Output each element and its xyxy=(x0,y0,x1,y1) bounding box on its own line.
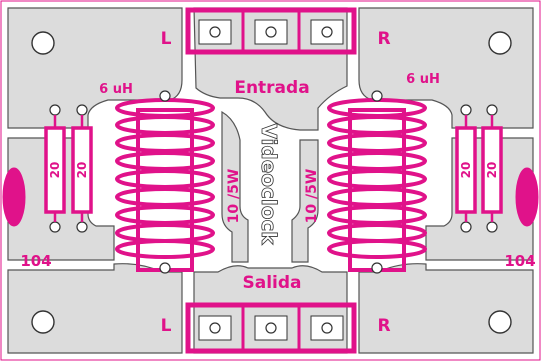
output-pin-3 xyxy=(321,322,333,334)
pad-bottom-left xyxy=(7,263,183,354)
channel-right-top-label: R xyxy=(377,29,390,49)
inductor-right-lead-bottom xyxy=(371,262,383,274)
inductor-left-turn-9 xyxy=(115,239,215,259)
inductor-right-turn-9 xyxy=(327,239,427,259)
inductor-right xyxy=(327,90,427,274)
inductor-left-value: 6 uH xyxy=(99,82,133,97)
resistor-left-a-value: 20 xyxy=(48,162,62,179)
resistor-left-a-lead-top xyxy=(49,104,61,116)
mounting-hole-bottom-right xyxy=(488,310,512,334)
pad-top-center xyxy=(193,7,348,131)
input-title: Entrada xyxy=(234,78,309,98)
pad-mid-center-left xyxy=(221,110,249,263)
inductor-left-lead-bottom xyxy=(159,262,171,274)
resistor-left-b-value: 20 xyxy=(75,162,89,179)
input-pin-2 xyxy=(265,26,277,38)
resistor-left-a-body xyxy=(44,126,66,214)
inductor-left xyxy=(115,90,215,274)
resistor-left-a-lead-bottom xyxy=(49,221,61,233)
resistor-left-b-lead-bottom xyxy=(76,221,88,233)
mounting-hole-top-left xyxy=(31,31,55,55)
resistor-right-a-lead-top xyxy=(460,104,472,116)
capacitor-right xyxy=(515,167,539,227)
resistor-right-b-value: 20 xyxy=(485,162,499,179)
resistors-right xyxy=(455,104,503,233)
resistor-right-a-lead-bottom xyxy=(460,221,472,233)
output-pin-2 xyxy=(265,322,277,334)
resistor-left-b-body xyxy=(71,126,93,214)
channel-left-top-label: L xyxy=(161,29,172,49)
mounting-hole-bottom-left xyxy=(31,310,55,334)
capacitors xyxy=(2,167,539,227)
channel-left-bottom-label: L xyxy=(161,316,172,336)
input-connector-body xyxy=(185,7,357,55)
output-pin-1 xyxy=(209,322,221,334)
power-rating-left: 10 /5W xyxy=(226,169,242,224)
cap-right-value: 104 xyxy=(504,252,535,270)
cap-left-value: 104 xyxy=(20,252,51,270)
resistor-right-b-lead-bottom xyxy=(486,221,498,233)
resistor-left-b-lead-top xyxy=(76,104,88,116)
output-title: Salida xyxy=(242,273,301,293)
input-pin-3 xyxy=(321,26,333,38)
resistor-right-a-value: 20 xyxy=(459,162,473,179)
pad-mid-right xyxy=(425,137,534,261)
output-connector-body xyxy=(185,302,357,354)
input-pin-1 xyxy=(209,26,221,38)
pad-bottom-right xyxy=(358,263,534,354)
resistor-right-b-body xyxy=(481,126,503,214)
input-connector xyxy=(185,7,357,55)
output-connector xyxy=(185,302,357,354)
resistors-left xyxy=(44,104,93,233)
input-pin-3-pad xyxy=(310,19,344,45)
resistor-right-b-lead-top xyxy=(486,104,498,116)
capacitor-left xyxy=(2,167,26,227)
resistor-right-a-body xyxy=(455,126,477,214)
inductor-right-value: 6 uH xyxy=(406,72,440,87)
mounting-hole-top-right xyxy=(488,31,512,55)
mounting-holes xyxy=(31,31,512,334)
brand-label: Videoclock xyxy=(257,123,281,245)
power-rating-right: 10 /5W xyxy=(304,169,320,224)
pad-mid-center-right xyxy=(291,139,319,263)
channel-right-bottom-label: R xyxy=(377,316,390,336)
pad-bottom-center xyxy=(193,265,348,354)
inductor-left-lead-top xyxy=(159,90,171,102)
inductor-right-lead-top xyxy=(371,90,383,102)
